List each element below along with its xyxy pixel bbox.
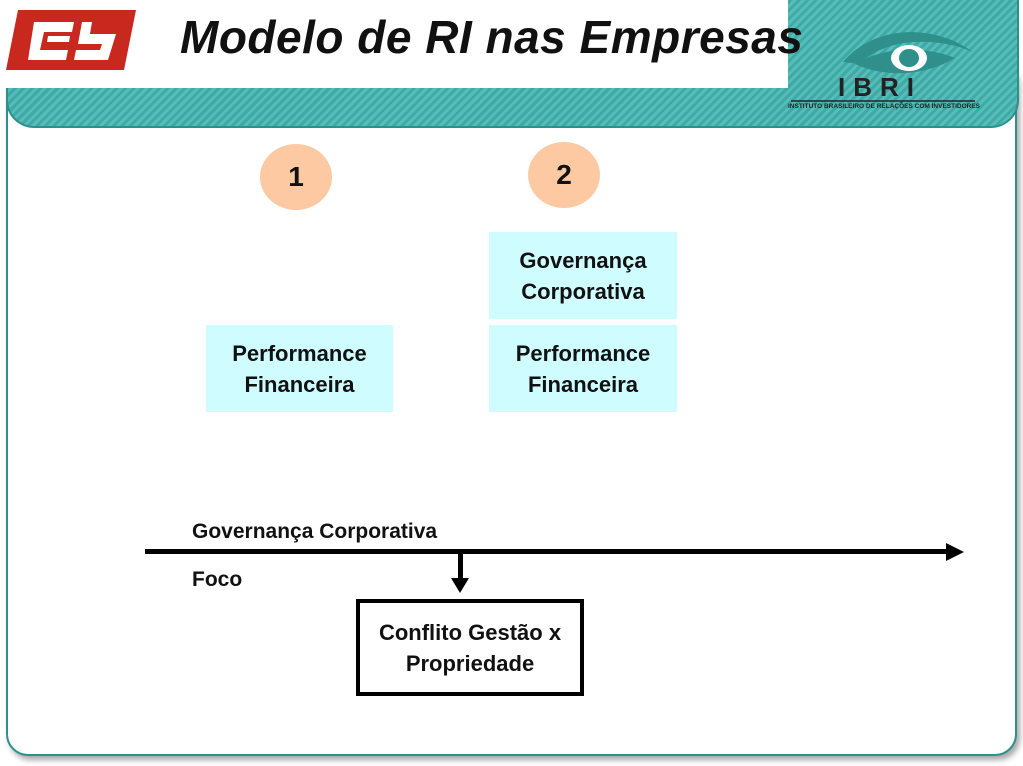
timeline-label-governance: Governança Corporativa — [192, 520, 438, 543]
box-line: Financeira — [244, 371, 355, 397]
box-line: Performance — [515, 340, 651, 366]
title-area — [148, 0, 788, 88]
eye-icon — [791, 32, 975, 102]
timeline-label-focus: Foco — [192, 568, 243, 591]
model-1-performance-box: Performance Financeira — [206, 325, 393, 412]
ibri-name: IBRI — [838, 72, 922, 102]
box-line: Performance — [232, 340, 367, 366]
conflict-line: Conflito Gestão x — [378, 619, 562, 645]
box-line: Corporativa — [521, 278, 645, 304]
box-line: Financeira — [527, 371, 639, 397]
conflict-line: Propriedade — [405, 650, 535, 676]
model-1-badge: 1 — [260, 144, 332, 210]
arrow-down-icon — [451, 578, 469, 593]
ibri-subtitle: INSTITUTO BRASILEIRO DE RELAÇÕES COM INV… — [788, 103, 981, 110]
conflict-box: Conflito Gestão x Propriedade — [356, 599, 584, 696]
ceb-logo — [0, 0, 148, 88]
box-line: Governança — [519, 247, 647, 273]
arrow-right-icon — [946, 543, 964, 561]
model-2-performance-box: Performance Financeira — [489, 325, 677, 412]
ceb-logo-icon — [6, 10, 136, 70]
down-arrow-stem — [458, 552, 463, 580]
model-2-badge: 2 — [528, 142, 600, 208]
model-2-governance-box: Governança Corporativa — [489, 232, 677, 319]
page-title: Modelo de RI nas Empresas — [180, 11, 804, 63]
timeline-arrow-line — [145, 549, 950, 554]
